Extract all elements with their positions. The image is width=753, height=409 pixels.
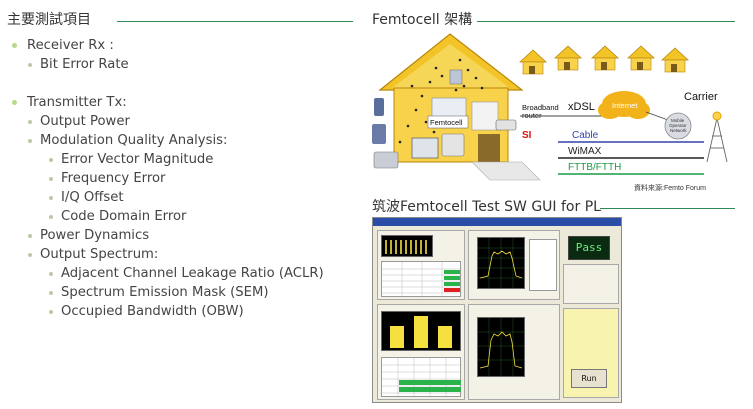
bullet-icon (49, 176, 53, 181)
test-items-title: 主要測試項目 (7, 12, 91, 28)
list-item-label: Output Spectrum: (40, 247, 159, 262)
bullet-icon (12, 100, 17, 105)
gui-panel-bm (468, 304, 560, 400)
bullet-icon (49, 214, 53, 219)
small-houses (518, 45, 690, 75)
list-item-label: Transmitter Tx: (27, 95, 127, 110)
list-item: Adjacent Channel Leakage Ratio (ACLR) (49, 266, 324, 281)
cell-tower-icon (706, 111, 728, 163)
femtocell-architecture-title: Femtocell 架構 (372, 12, 473, 28)
list-item: Modulation Quality Analysis: (28, 133, 227, 148)
bullet-icon (28, 252, 32, 257)
internet-cloud (598, 91, 650, 119)
operator-network-icon (664, 112, 692, 140)
list-item-label: Bit Error Rate (40, 57, 129, 72)
user-devices (372, 69, 465, 169)
gui-plot-bars (381, 235, 433, 257)
list-item-label: Adjacent Channel Leakage Ratio (ACLR) (61, 266, 324, 281)
gui-panel-tm (468, 230, 560, 300)
femtocell-label: Femtocell (430, 118, 463, 127)
bullet-icon (12, 43, 17, 48)
router-icon (495, 119, 517, 131)
si-label: SI (522, 130, 532, 141)
list-item: Code Domain Error (49, 209, 186, 224)
list-item-label: Modulation Quality Analysis: (40, 133, 228, 148)
list-item-label: Code Domain Error (61, 209, 187, 224)
list-item-label: Occupied Bandwidth (OBW) (61, 304, 244, 319)
list-item-label: Spectrum Emission Mask (SEM) (61, 285, 269, 300)
list-item-label: I/Q Offset (61, 190, 124, 205)
gui-fields-tm (529, 239, 557, 291)
gui-table-tl (381, 261, 462, 298)
list-item: Transmitter Tx: (12, 95, 127, 110)
gui-title: 筑波Femtocell Test SW GUI for PL (372, 199, 601, 215)
bullet-icon (49, 290, 53, 295)
cable-label: Cable (572, 130, 599, 141)
test-items-title-rule (117, 21, 353, 22)
list-item: Power Dynamics (28, 228, 149, 243)
internet-label: Internet (612, 101, 638, 110)
fttb-label: FTTB/FTTH (568, 162, 621, 173)
bullet-icon (49, 309, 53, 314)
list-item: Receiver Rx : (12, 38, 114, 53)
gui-plot-aclr (381, 311, 461, 351)
list-item: Output Power (28, 114, 130, 129)
gui-panel-tl (377, 230, 465, 300)
wimax-label: WiMAX (568, 146, 602, 157)
bullet-icon (49, 157, 53, 162)
gui-panel-bl (377, 304, 465, 400)
list-item-label: Output Power (40, 114, 130, 129)
list-item: Bit Error Rate (28, 57, 129, 72)
list-item: Error Vector Magnitude (49, 152, 213, 167)
bullet-icon (28, 119, 32, 124)
bullet-icon (49, 195, 53, 200)
list-item: Frequency Error (49, 171, 165, 186)
list-item: I/Q Offset (49, 190, 124, 205)
gui-plot-spectrum (477, 237, 525, 289)
bullet-icon (28, 62, 32, 67)
pass-indicator: Pass (568, 236, 610, 260)
gui-panel-tr (563, 264, 619, 304)
run-button[interactable]: Run (571, 369, 607, 388)
signal-dots (398, 58, 484, 144)
xdsl-label: xDSL (568, 101, 595, 113)
list-item: Output Spectrum: (28, 247, 158, 262)
gui-table-bl (381, 357, 462, 398)
gui-plot-occupied (477, 317, 525, 377)
bullet-icon (28, 233, 32, 238)
list-item-label: Frequency Error (61, 171, 166, 186)
gui-title-rule (600, 208, 735, 209)
femtocell-box (427, 115, 469, 129)
bullet-icon (49, 271, 53, 276)
list-item-label: Receiver Rx : (27, 38, 114, 53)
main-house (378, 33, 541, 181)
test-sw-gui-screenshot: Pass Run (372, 217, 622, 403)
list-item: Occupied Bandwidth (OBW) (49, 304, 244, 319)
list-item-label: Power Dynamics (40, 228, 150, 243)
femtocell-architecture-rule (477, 21, 735, 22)
list-item: Spectrum Emission Mask (SEM) (49, 285, 269, 300)
list-item-label: Error Vector Magnitude (61, 152, 214, 167)
bullet-icon (28, 138, 32, 143)
source-label: 資料來源:Femto Forum (634, 183, 706, 192)
window-titlebar (373, 218, 621, 226)
carrier-label: Carrier (684, 91, 718, 103)
